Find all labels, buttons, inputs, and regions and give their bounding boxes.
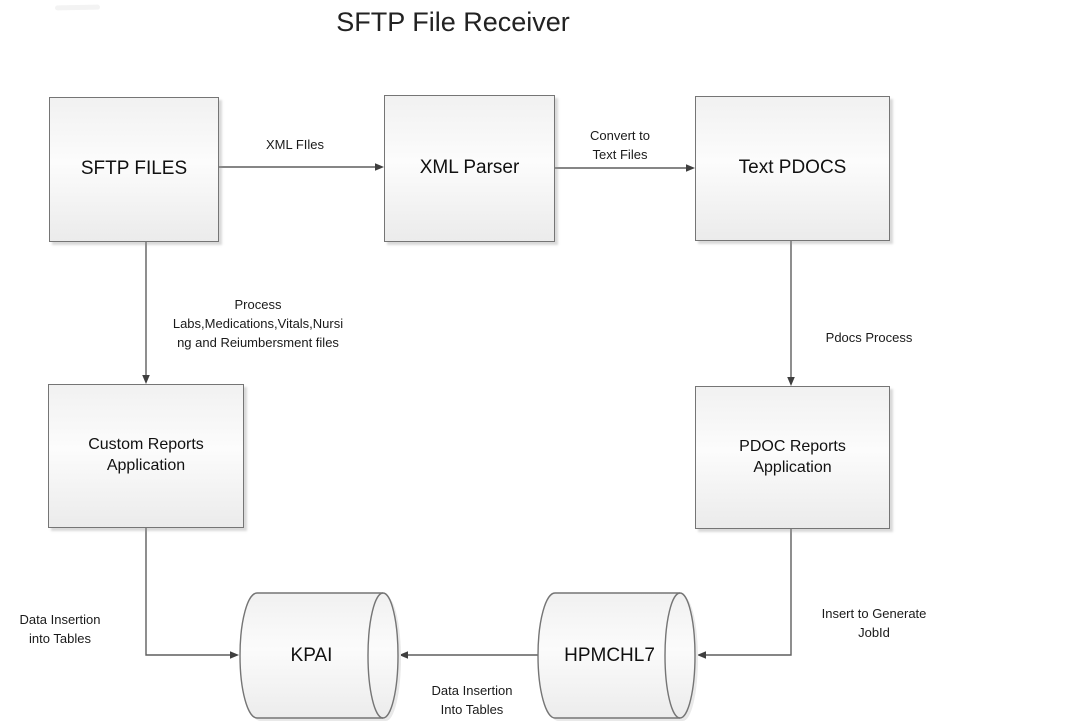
- edge-label-convert-to-text-files: Convert to Text Files: [590, 128, 650, 163]
- node-hpmchl7-label: HPMCHL7: [564, 644, 655, 666]
- node-label: XML Parser: [419, 157, 520, 179]
- node-xml-parser: XML Parser: [384, 95, 555, 242]
- hpmchl7-cylinder-endcap: [664, 592, 681, 719]
- arrowhead-right-icon: [686, 164, 695, 172]
- node-sftp-files: SFTP FILES: [49, 97, 219, 242]
- edge-label-pdocs-process: Pdocs Process: [825, 330, 913, 345]
- arrowhead-left-icon: [697, 651, 706, 659]
- node-pdoc-reports-application: PDOC Reports Application: [695, 386, 890, 529]
- scan-artifact: [54, 4, 101, 11]
- node-label: SFTP FILES: [80, 158, 188, 180]
- node-label: PDOC Reports Application: [739, 437, 846, 476]
- node-label: Text PDOCS: [738, 157, 847, 179]
- arrowhead-down-icon: [787, 377, 795, 386]
- kpai-cylinder-endcap: [367, 592, 384, 719]
- arrowhead-left-icon: [399, 651, 408, 659]
- node-label: Custom Reports Application: [88, 436, 204, 474]
- connector-custom-to-kpai: [145, 526, 230, 656]
- connector-pdocreports-to-hpmchl7: [706, 527, 792, 656]
- diagram-title: SFTP File Receiver: [336, 7, 570, 37]
- node-custom-reports-application: Custom Reports Application: [48, 384, 244, 528]
- edge-label-insert-to-generate-jobid: Insert to Generate JobId: [821, 606, 927, 641]
- arrowhead-right-icon: [375, 163, 384, 171]
- edge-label-data-insertion-into-tables-bottom: Data Insertion Into Tables: [431, 683, 513, 718]
- node-text-pdocs: Text PDOCS: [695, 96, 890, 241]
- edge-label-process-files: Process Labs,Medications,Vitals,Nursi ng…: [172, 297, 344, 351]
- node-kpai-label: KPAI: [290, 644, 333, 666]
- arrowhead-right-icon: [230, 651, 239, 659]
- arrowhead-down-icon: [142, 375, 150, 384]
- edge-label-xml-files: XML FIles: [265, 137, 325, 152]
- edge-label-data-insertion-into-tables-left: Data Insertion into Tables: [19, 612, 101, 647]
